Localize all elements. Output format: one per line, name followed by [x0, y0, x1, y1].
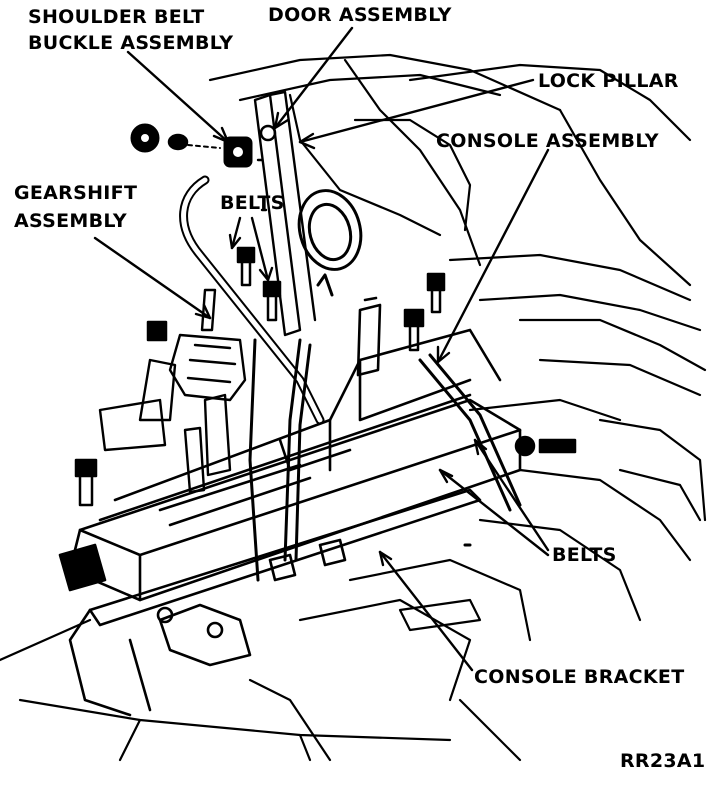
figure-code: RR23A1 [620, 750, 706, 772]
bolt-3 [426, 272, 446, 314]
belts-lower-label: BELTS [552, 544, 617, 566]
console-assembly-label: CONSOLE ASSEMBLY [436, 130, 659, 152]
bolt-1 [236, 246, 256, 287]
leader-lines [93, 26, 550, 672]
bolt-4 [403, 308, 425, 352]
bolt-6 [74, 458, 98, 507]
console-bracket-label: CONSOLE BRACKET [474, 666, 685, 688]
console-assembly-part [58, 296, 522, 602]
lock-pillar-part [253, 90, 317, 337]
floor-outline [0, 468, 692, 762]
vehicle-body-outline [208, 53, 707, 522]
shoulder-belt-cable [179, 175, 325, 425]
gearshift-label-line2: ASSEMBLY [14, 210, 127, 232]
belt-straps [248, 338, 522, 582]
lock-pillar-label: LOCK PILLAR [538, 70, 679, 92]
bolt-2 [262, 280, 282, 322]
bolt-7 [514, 435, 577, 457]
shoulder-belt-label-line2: BUCKLE ASSEMBLY [28, 32, 234, 54]
gearshift-label-line1: GEARSHIFT [14, 182, 138, 204]
door-assembly-label: DOOR ASSEMBLY [268, 4, 452, 26]
door-opening [297, 189, 363, 297]
bolt-5 [146, 320, 168, 342]
gearshift-part [98, 288, 247, 494]
buckle-hardware [130, 123, 277, 168]
belts-upper-label: BELTS [220, 192, 285, 214]
shoulder-belt-label-line1: SHOULDER BELT [28, 6, 205, 28]
bolts [74, 246, 577, 507]
